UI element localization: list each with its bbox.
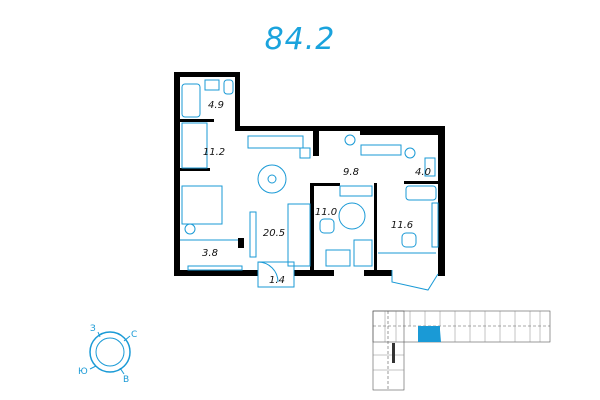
- room-area-label: 4.9: [208, 100, 224, 111]
- room-area-label: 3.8: [202, 248, 218, 259]
- bed-icon: [181, 185, 223, 225]
- wardrobe-icon: [360, 144, 402, 156]
- apartment-highlight: [418, 326, 441, 342]
- room-area-label: 11.0: [315, 207, 337, 218]
- compass-south: Ю: [78, 367, 88, 377]
- compass-west: З: [90, 324, 96, 334]
- room-area-label: 1.4: [269, 275, 285, 286]
- toilet-icon: [223, 79, 234, 95]
- room-area-label: 11.6: [391, 220, 413, 231]
- desk-icon: [325, 249, 351, 267]
- plant-icon: [184, 223, 196, 235]
- compass-north: С: [131, 330, 137, 340]
- wardrobe-icon: [181, 122, 208, 169]
- tv-icon: [249, 211, 257, 258]
- room-labels: 4.9 11.2 3.8 20.5 9.8 4.0 11.0 11.6 1.4: [202, 100, 431, 286]
- bathtub-icon: [181, 83, 201, 118]
- compass-east: В: [123, 375, 129, 385]
- dining-table-icon: [257, 164, 287, 194]
- chair-icon: [401, 232, 417, 248]
- room-area-label: 11.2: [203, 147, 225, 158]
- balcony-outline: [257, 261, 295, 288]
- sofa-icon: [287, 203, 311, 267]
- bathtub-icon: [405, 185, 437, 201]
- total-area-title: 84.2: [264, 22, 336, 57]
- chair-icon: [319, 218, 335, 234]
- furniture: [180, 79, 439, 291]
- washing-machine-icon: [404, 147, 416, 159]
- kitchen-counter: [247, 135, 304, 149]
- building-minimap: [372, 310, 551, 391]
- radiator-icon: [431, 202, 439, 248]
- compass-rose: З С Ю В: [78, 324, 137, 385]
- room-area-label: 4.0: [415, 167, 431, 178]
- sink-icon: [204, 79, 220, 91]
- round-bed-icon: [338, 202, 366, 230]
- room-area-label: 9.8: [343, 167, 359, 178]
- bay-window: [391, 270, 439, 291]
- room-area-label: 20.5: [263, 228, 285, 239]
- walls: [174, 72, 445, 276]
